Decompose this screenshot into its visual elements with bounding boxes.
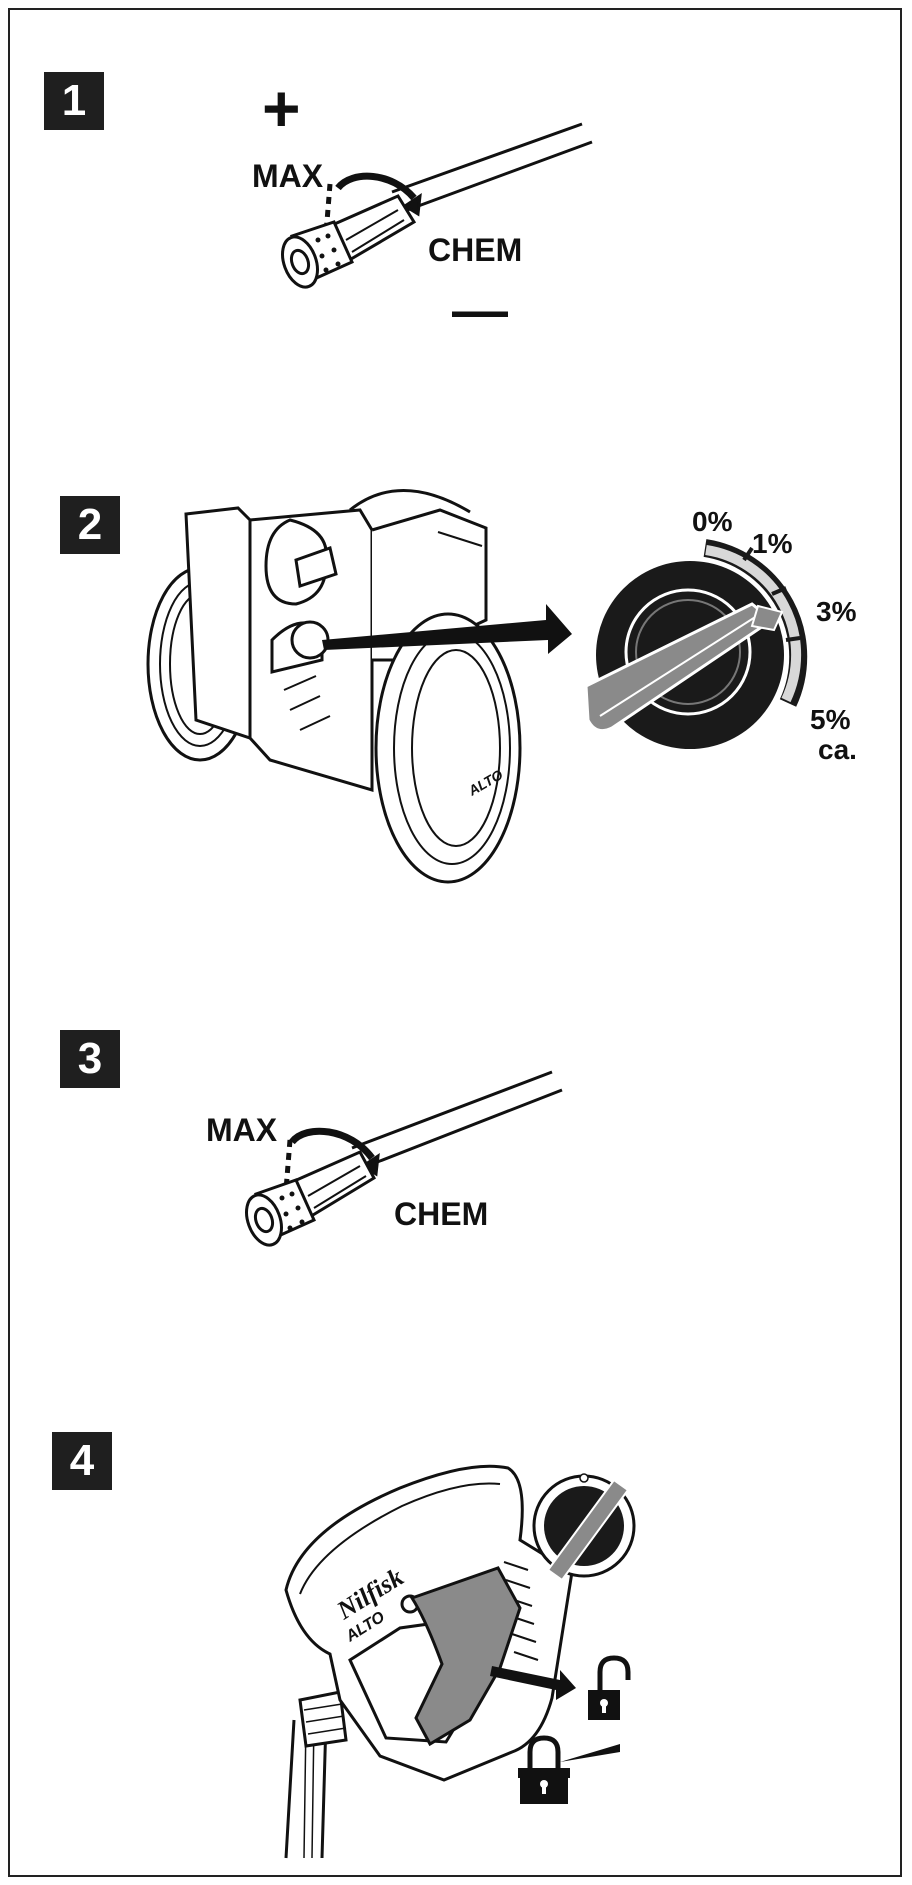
max-label: MAX: [252, 158, 324, 194]
dial-label-1: 1%: [752, 528, 793, 559]
page-frame: [8, 8, 902, 1877]
max-label-step3: MAX: [206, 1112, 278, 1148]
chem-label-step3: CHEM: [394, 1196, 489, 1232]
arrow-icon: [322, 604, 572, 654]
step-2-badge: 2: [60, 496, 120, 554]
chem-label: CHEM: [428, 232, 523, 268]
lock-icon: [518, 1735, 570, 1804]
nozzle-illustration: [281, 122, 593, 289]
arrow-icon: [490, 1666, 576, 1700]
minus-sign: —: [452, 278, 508, 341]
step-4-badge: 4: [52, 1432, 112, 1490]
dial-illustration: [584, 539, 808, 749]
dial-label-3: 3%: [816, 596, 857, 627]
nozzle-illustration-step3: [245, 1070, 563, 1247]
lock-wedge: [560, 1744, 620, 1762]
step-3-badge: 3: [60, 1030, 120, 1088]
plus-sign: +: [262, 71, 301, 145]
pressure-washer-illustration: ALTO: [146, 489, 572, 884]
dial-label-ca: ca.: [818, 734, 857, 765]
dial-label-0: 0%: [692, 506, 733, 537]
step-1-badge: 1: [44, 72, 104, 130]
dial-label-5: 5%: [810, 704, 851, 735]
unlock-icon: [588, 1655, 631, 1720]
